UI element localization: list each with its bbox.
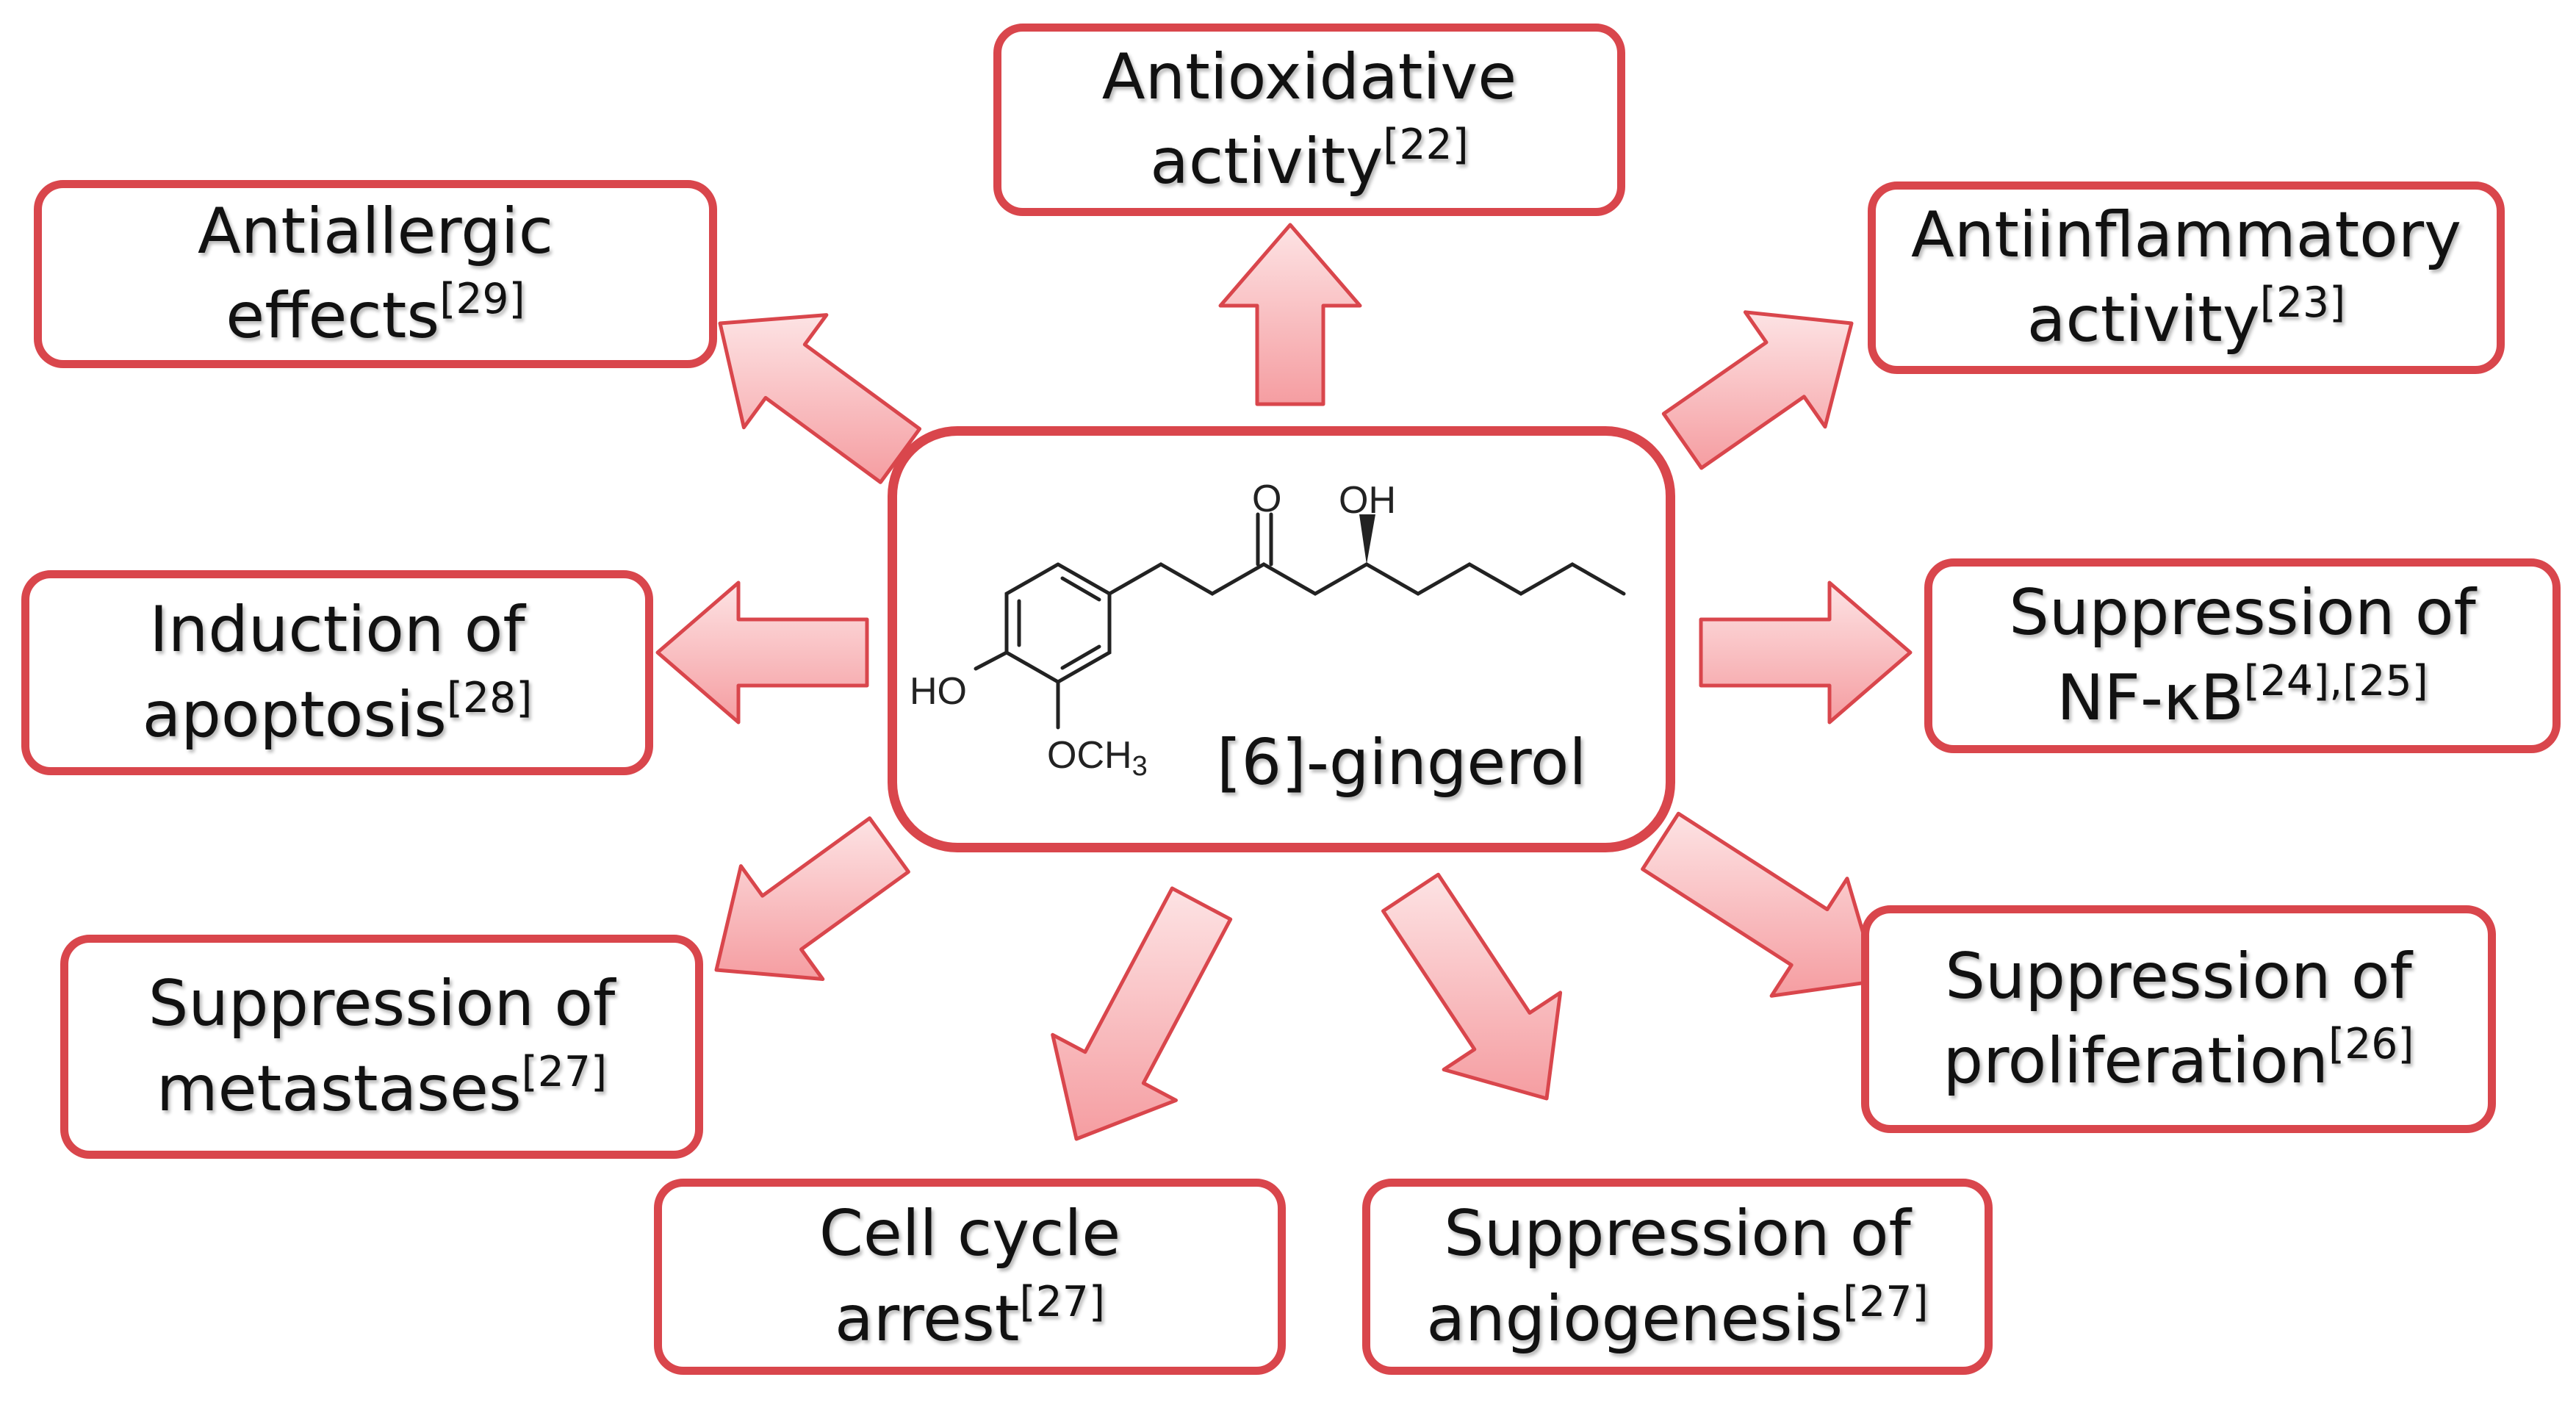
effect-line1: Suppression of [1444,1197,1911,1271]
effect-line2: apoptosis [142,677,447,752]
effect-line1: Suppression of [2009,576,2476,650]
effect-ref: [22] [1383,121,1469,170]
effect-line1: Antioxidative [1101,40,1517,114]
effect-ref: [28] [446,673,533,722]
arrow-to-apoptosis [655,580,869,725]
effect-line2: NF-κB [2057,661,2244,735]
arrow-to-metastases [714,816,910,981]
effect-line1: Suppression of [1945,939,2412,1013]
effect-box-antiallergic: Antiallergic effects[29] [34,180,717,368]
effect-line1: Antiallergic [198,194,553,268]
effect-line2: proliferation [1943,1024,2328,1098]
effect-box-nfkb: Suppression of NF-κB[24],[25] [1924,558,2561,753]
effect-line1: Antiinflammatory [1910,198,2462,272]
effect-line1: Cell cycle [819,1197,1121,1271]
effect-ref: [29] [439,275,525,324]
compound-name: [6]-gingerol [1217,726,1587,799]
effect-line2: metastases [156,1052,522,1126]
arrow-to-nfkb [1699,580,1913,725]
effect-line2: angiogenesis [1426,1281,1843,1356]
effect-ref: [24],[25] [2243,656,2428,705]
effect-box-angiogenesis: Suppression of angiogenesis[27] [1362,1179,1993,1375]
effect-ref: [27] [521,1047,608,1096]
effect-box-antioxidative: Antioxidative activity[22] [993,24,1625,216]
effect-ref: [27] [1019,1277,1105,1326]
effect-line2: activity [2026,283,2260,356]
center-compound-box [888,426,1675,852]
effect-box-proliferation: Suppression of proliferation[26] [1861,905,2496,1133]
effect-box-metastases: Suppression of metastases[27] [60,935,703,1159]
arrow-to-antiinflammatory [1661,310,1854,470]
effect-line1: Induction of [149,593,525,667]
arrow-to-proliferation [1641,811,1879,998]
arrow-to-cellcycle [1051,886,1233,1141]
effect-ref: [26] [2328,1020,2414,1069]
effect-line2: arrest [835,1281,1020,1356]
effect-line2: activity [1150,125,1384,198]
effect-box-antiinflammatory: Antiinflammatory activity[23] [1868,181,2505,374]
effect-line2: effects [226,279,440,353]
effect-ref: [27] [1843,1277,1929,1326]
arrow-layer [655,223,1913,1141]
arrow-to-antioxidative [1218,223,1362,406]
effect-box-apoptosis: Induction of apoptosis[28] [21,570,653,775]
arrow-to-angiogenesis [1381,872,1563,1101]
arrow-to-antiallergic [718,313,922,484]
effect-ref: [23] [2259,278,2346,328]
effect-box-cellcycle: Cell cycle arrest[27] [654,1179,1286,1375]
effect-line1: Suppression of [148,967,616,1041]
